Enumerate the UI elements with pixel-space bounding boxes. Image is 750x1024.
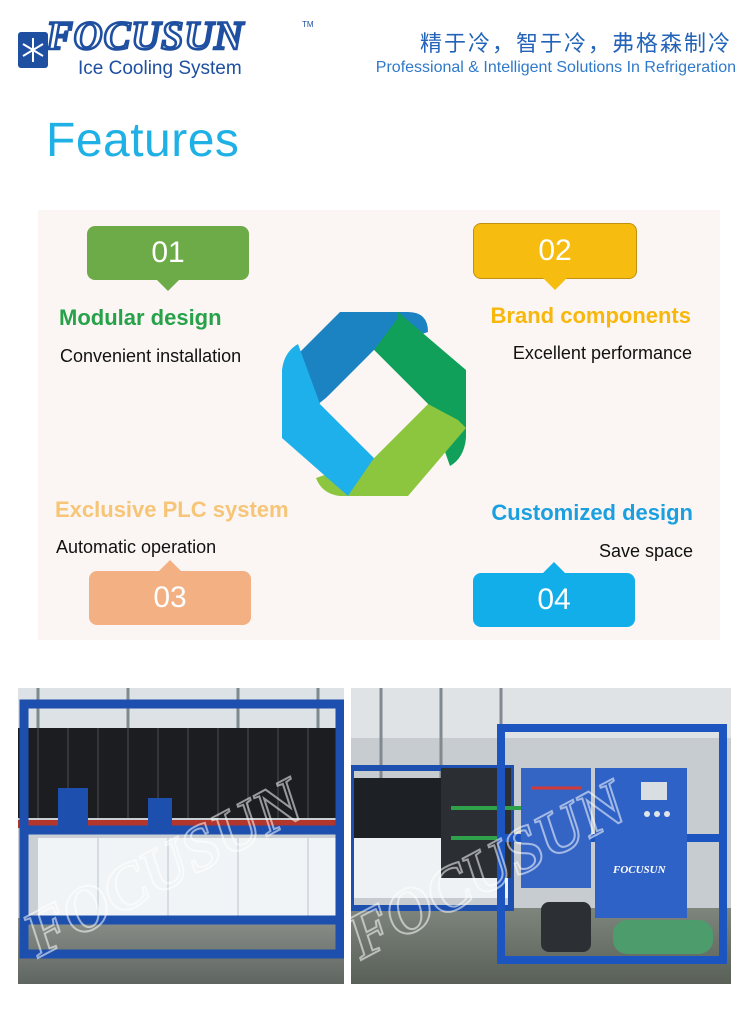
cabinet-brand: FOCUSUN	[612, 864, 667, 876]
feature-desc-plc: Automatic operation	[56, 537, 217, 557]
focusun-logo	[18, 18, 318, 90]
snowflake-icon	[18, 32, 48, 68]
feature-desc-modular: Convenient installation	[60, 346, 242, 366]
ice-machine-photo-right: FOCUSUN FOCUSUN	[351, 688, 731, 984]
feature-badge-01: 01	[87, 226, 249, 291]
emblem-icon	[282, 312, 466, 496]
brand-wordmark: FOCUSUN TM	[46, 16, 314, 56]
feature-desc-customized: Save space	[598, 541, 693, 561]
feature-badge-02: 02	[473, 223, 637, 290]
feature-badge-03: 03	[89, 560, 251, 625]
feature-desc-brand: Excellent performance	[512, 343, 692, 363]
slogan-english: Professional & Intelligent Solutions In …	[375, 59, 736, 76]
ice-machine-photo-left: FOCUSUN	[18, 688, 344, 984]
brand-name: FOCUSUN	[46, 16, 245, 56]
feature-title-modular: Modular design	[59, 305, 222, 330]
trademark-mark: TM	[302, 20, 314, 29]
feature-number: 01	[151, 236, 185, 269]
feature-title-brand: Brand components	[490, 303, 691, 328]
brand-tagline: Ice Cooling System	[78, 58, 242, 79]
feature-title-plc: Exclusive PLC system	[55, 497, 289, 522]
slogan-chinese: 精于冷，智于冷，弗格森制冷	[419, 32, 732, 57]
feature-number: 04	[537, 583, 571, 616]
feature-badge-04: 04	[473, 562, 635, 627]
feature-number: 03	[153, 581, 187, 614]
feature-title-customized: Customized design	[491, 500, 693, 525]
features-heading: Features	[46, 114, 240, 167]
feature-number: 02	[538, 234, 572, 267]
